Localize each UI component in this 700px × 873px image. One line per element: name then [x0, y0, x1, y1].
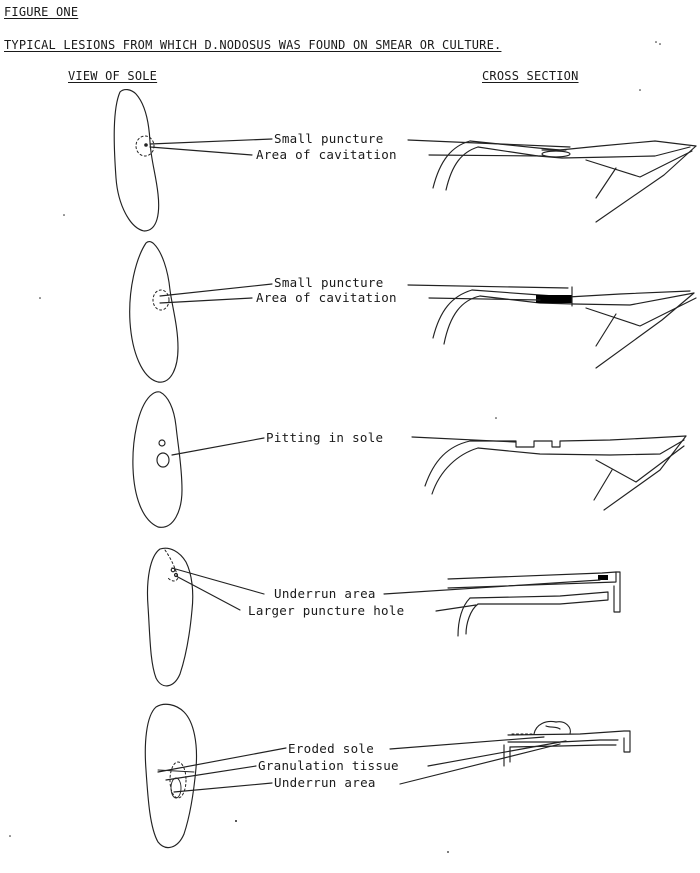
panel-4-sole — [146, 547, 194, 687]
figure-title: FIGURE ONE — [4, 5, 79, 19]
scan-specks — [9, 41, 661, 853]
column-label-cross-section: CROSS SECTION — [482, 69, 579, 83]
panel-3-cross-section — [424, 435, 687, 511]
label-area-of-cavitation-2: Area of cavitation — [256, 290, 397, 305]
label-area-of-cavitation-1: Area of cavitation — [256, 147, 397, 162]
label-granulation-tissue: Granulation tissue — [258, 758, 399, 773]
panel-1-cross-section — [432, 140, 697, 223]
panel-4-cross-section — [447, 571, 621, 637]
label-pitting-in-sole: Pitting in sole — [266, 430, 384, 445]
label-larger-puncture-hole: Larger puncture hole — [248, 603, 405, 618]
panel-2-cross-section — [432, 286, 697, 369]
panel-5-leader-lines — [157, 736, 567, 793]
column-label-view-of-sole: VIEW OF SOLE — [68, 69, 158, 83]
panel-3-sole — [132, 391, 183, 528]
panel-2-leader-lines — [159, 283, 569, 304]
panel-3-leader-lines — [171, 436, 517, 456]
label-small-puncture-1: Small puncture — [274, 131, 384, 146]
panel-1-leader-lines — [149, 138, 571, 157]
label-underrun-area-5: Underrun area — [274, 775, 376, 790]
label-small-puncture-2: Small puncture — [274, 275, 384, 290]
label-eroded-sole: Eroded sole — [288, 741, 375, 756]
panel-4-leader-lines — [171, 567, 601, 612]
panel-5-sole — [144, 703, 198, 849]
figure-subtitle: TYPICAL LESIONS FROM WHICH D.NODOSUS WAS… — [4, 38, 502, 52]
label-underrun-area-4: Underrun area — [274, 586, 376, 601]
panel-5-cross-section — [503, 720, 631, 767]
panel-2-sole — [129, 241, 179, 383]
panel-1-sole — [113, 88, 160, 232]
